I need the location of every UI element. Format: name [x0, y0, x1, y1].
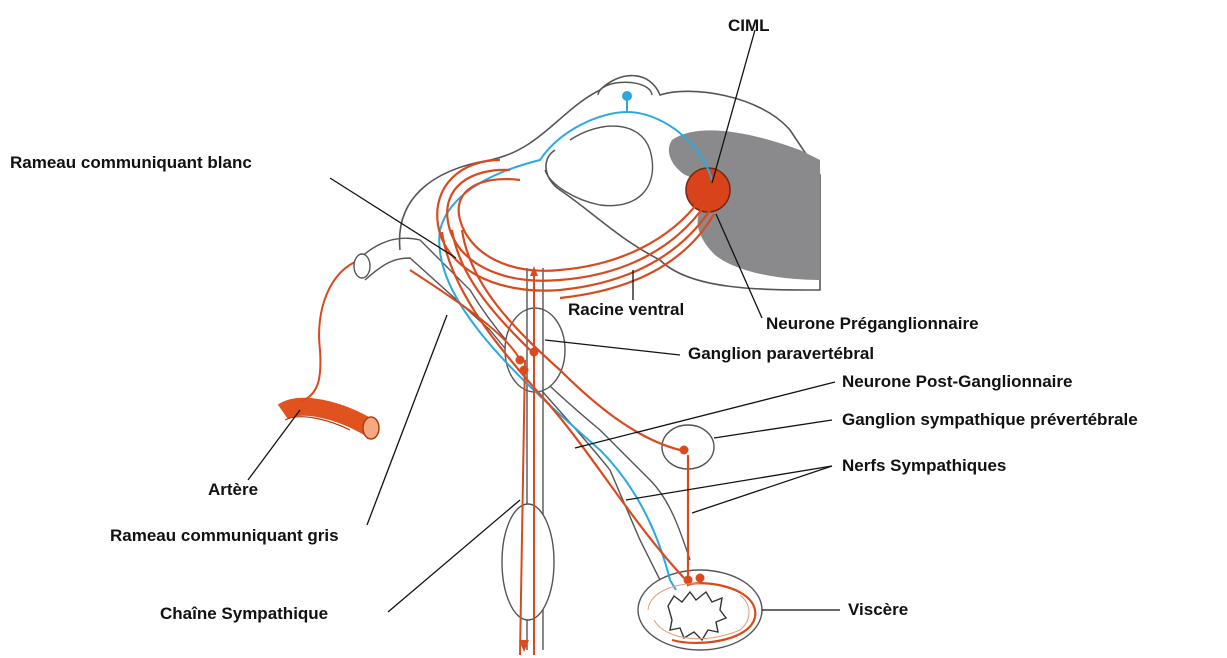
label-viscere: Viscère — [848, 600, 908, 620]
ciml-nucleus — [686, 168, 730, 212]
label-neurone-post-ganglionnaire: Neurone Post-Ganglionnaire — [842, 372, 1072, 392]
label-ciml: CIML — [728, 16, 770, 36]
leader-ganglion-prev — [714, 420, 832, 438]
leader-nerfs-1 — [626, 466, 832, 500]
label-nerfs-sympathiques: Nerfs Sympathiques — [842, 456, 1006, 476]
label-chaine-sympathique: Chaîne Sympathique — [160, 604, 328, 624]
label-racine-ventral: Racine ventral — [568, 300, 684, 320]
preganglionic-descending — [442, 230, 684, 578]
chain-ganglion-lower — [502, 504, 554, 620]
leader-artere — [248, 410, 300, 480]
label-ganglion-paravertebral: Ganglion paravertébral — [688, 344, 874, 364]
leader-nerfs-2 — [692, 466, 832, 513]
sensory-neuron-body — [622, 91, 632, 101]
label-artere: Artère — [208, 480, 258, 500]
label-rameau-communiquant-gris: Rameau communiquant gris — [110, 526, 339, 546]
leader-rameau-gris — [367, 315, 447, 525]
grey-ramus-stump — [354, 254, 370, 278]
label-ganglion-prevertebral: Ganglion sympathique prévertébrale — [842, 410, 1138, 430]
leader-chaine — [388, 500, 520, 612]
label-neurone-preganglionnaire: Neurone Préganglionnaire — [766, 314, 979, 334]
label-rameau-communiquant-blanc: Rameau communiquant blanc — [10, 153, 252, 173]
artery — [283, 407, 379, 439]
grey-ramus-fiber — [300, 260, 360, 402]
